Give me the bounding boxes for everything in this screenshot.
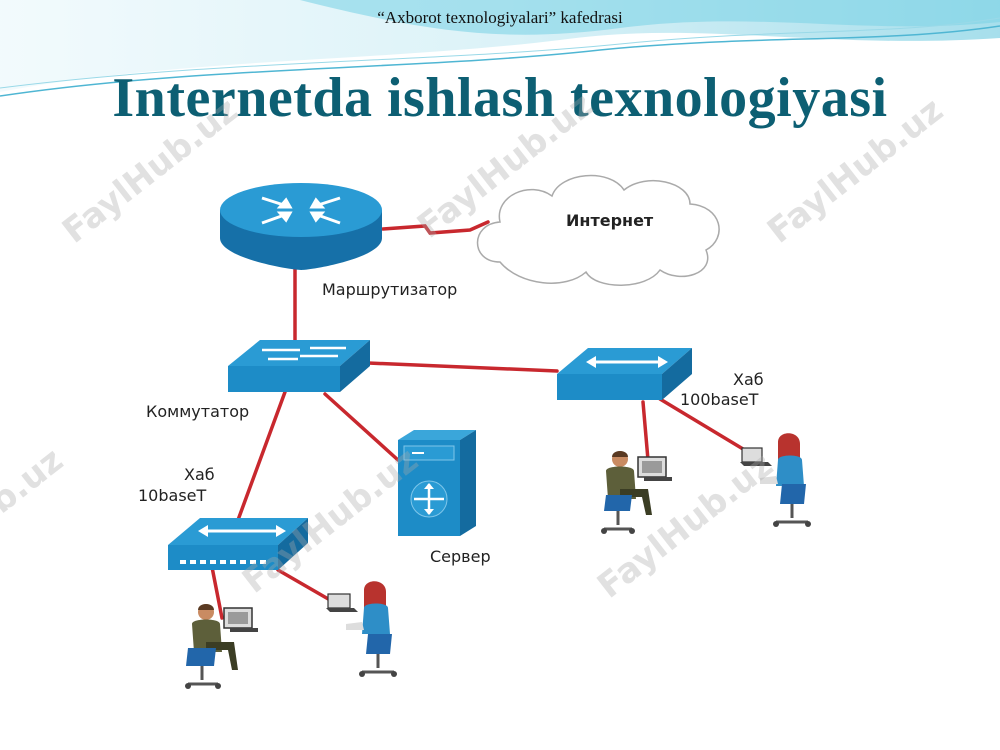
link-switch-hub-left — [236, 390, 287, 522]
hub-left-icon — [168, 518, 308, 570]
switch-label: Коммутатор — [146, 402, 250, 421]
link-hubright-pc2 — [658, 397, 750, 454]
server-icon — [398, 430, 476, 536]
user-workstation-icon — [740, 433, 811, 527]
network-links — [210, 220, 750, 620]
link-hubright-pc1 — [641, 400, 650, 462]
link-switch-server — [323, 392, 400, 462]
hub-right-speed-label: 100baseT — [680, 390, 759, 409]
hub-right-icon — [557, 348, 692, 400]
hub-right-name-label: Хаб — [733, 370, 764, 389]
header-wave-decoration — [0, 0, 1000, 97]
internet-cloud — [476, 174, 720, 286]
user-workstation-icon — [326, 581, 397, 677]
user-workstation-icon — [185, 604, 258, 689]
router-label: Маршрутизатор — [322, 280, 458, 299]
link-hubleft-pc2 — [276, 568, 332, 602]
user-workstation-icon — [601, 451, 672, 534]
hub-left-name-label: Хаб — [184, 465, 215, 484]
link-hubleft-pc1 — [210, 565, 224, 620]
internet-label: Интернет — [566, 211, 654, 230]
switch-icon — [228, 340, 370, 392]
link-router-internet — [381, 220, 490, 235]
department-header: “Axborot texnologiyalari” kafedrasi — [377, 8, 623, 27]
link-switch-hub-right — [366, 361, 559, 373]
router-icon — [220, 183, 382, 270]
hub-left-speed-label: 10baseT — [138, 486, 207, 505]
server-label: Сервер — [430, 547, 491, 566]
page-title: Internetda ishlash texnologiyasi — [112, 67, 888, 129]
